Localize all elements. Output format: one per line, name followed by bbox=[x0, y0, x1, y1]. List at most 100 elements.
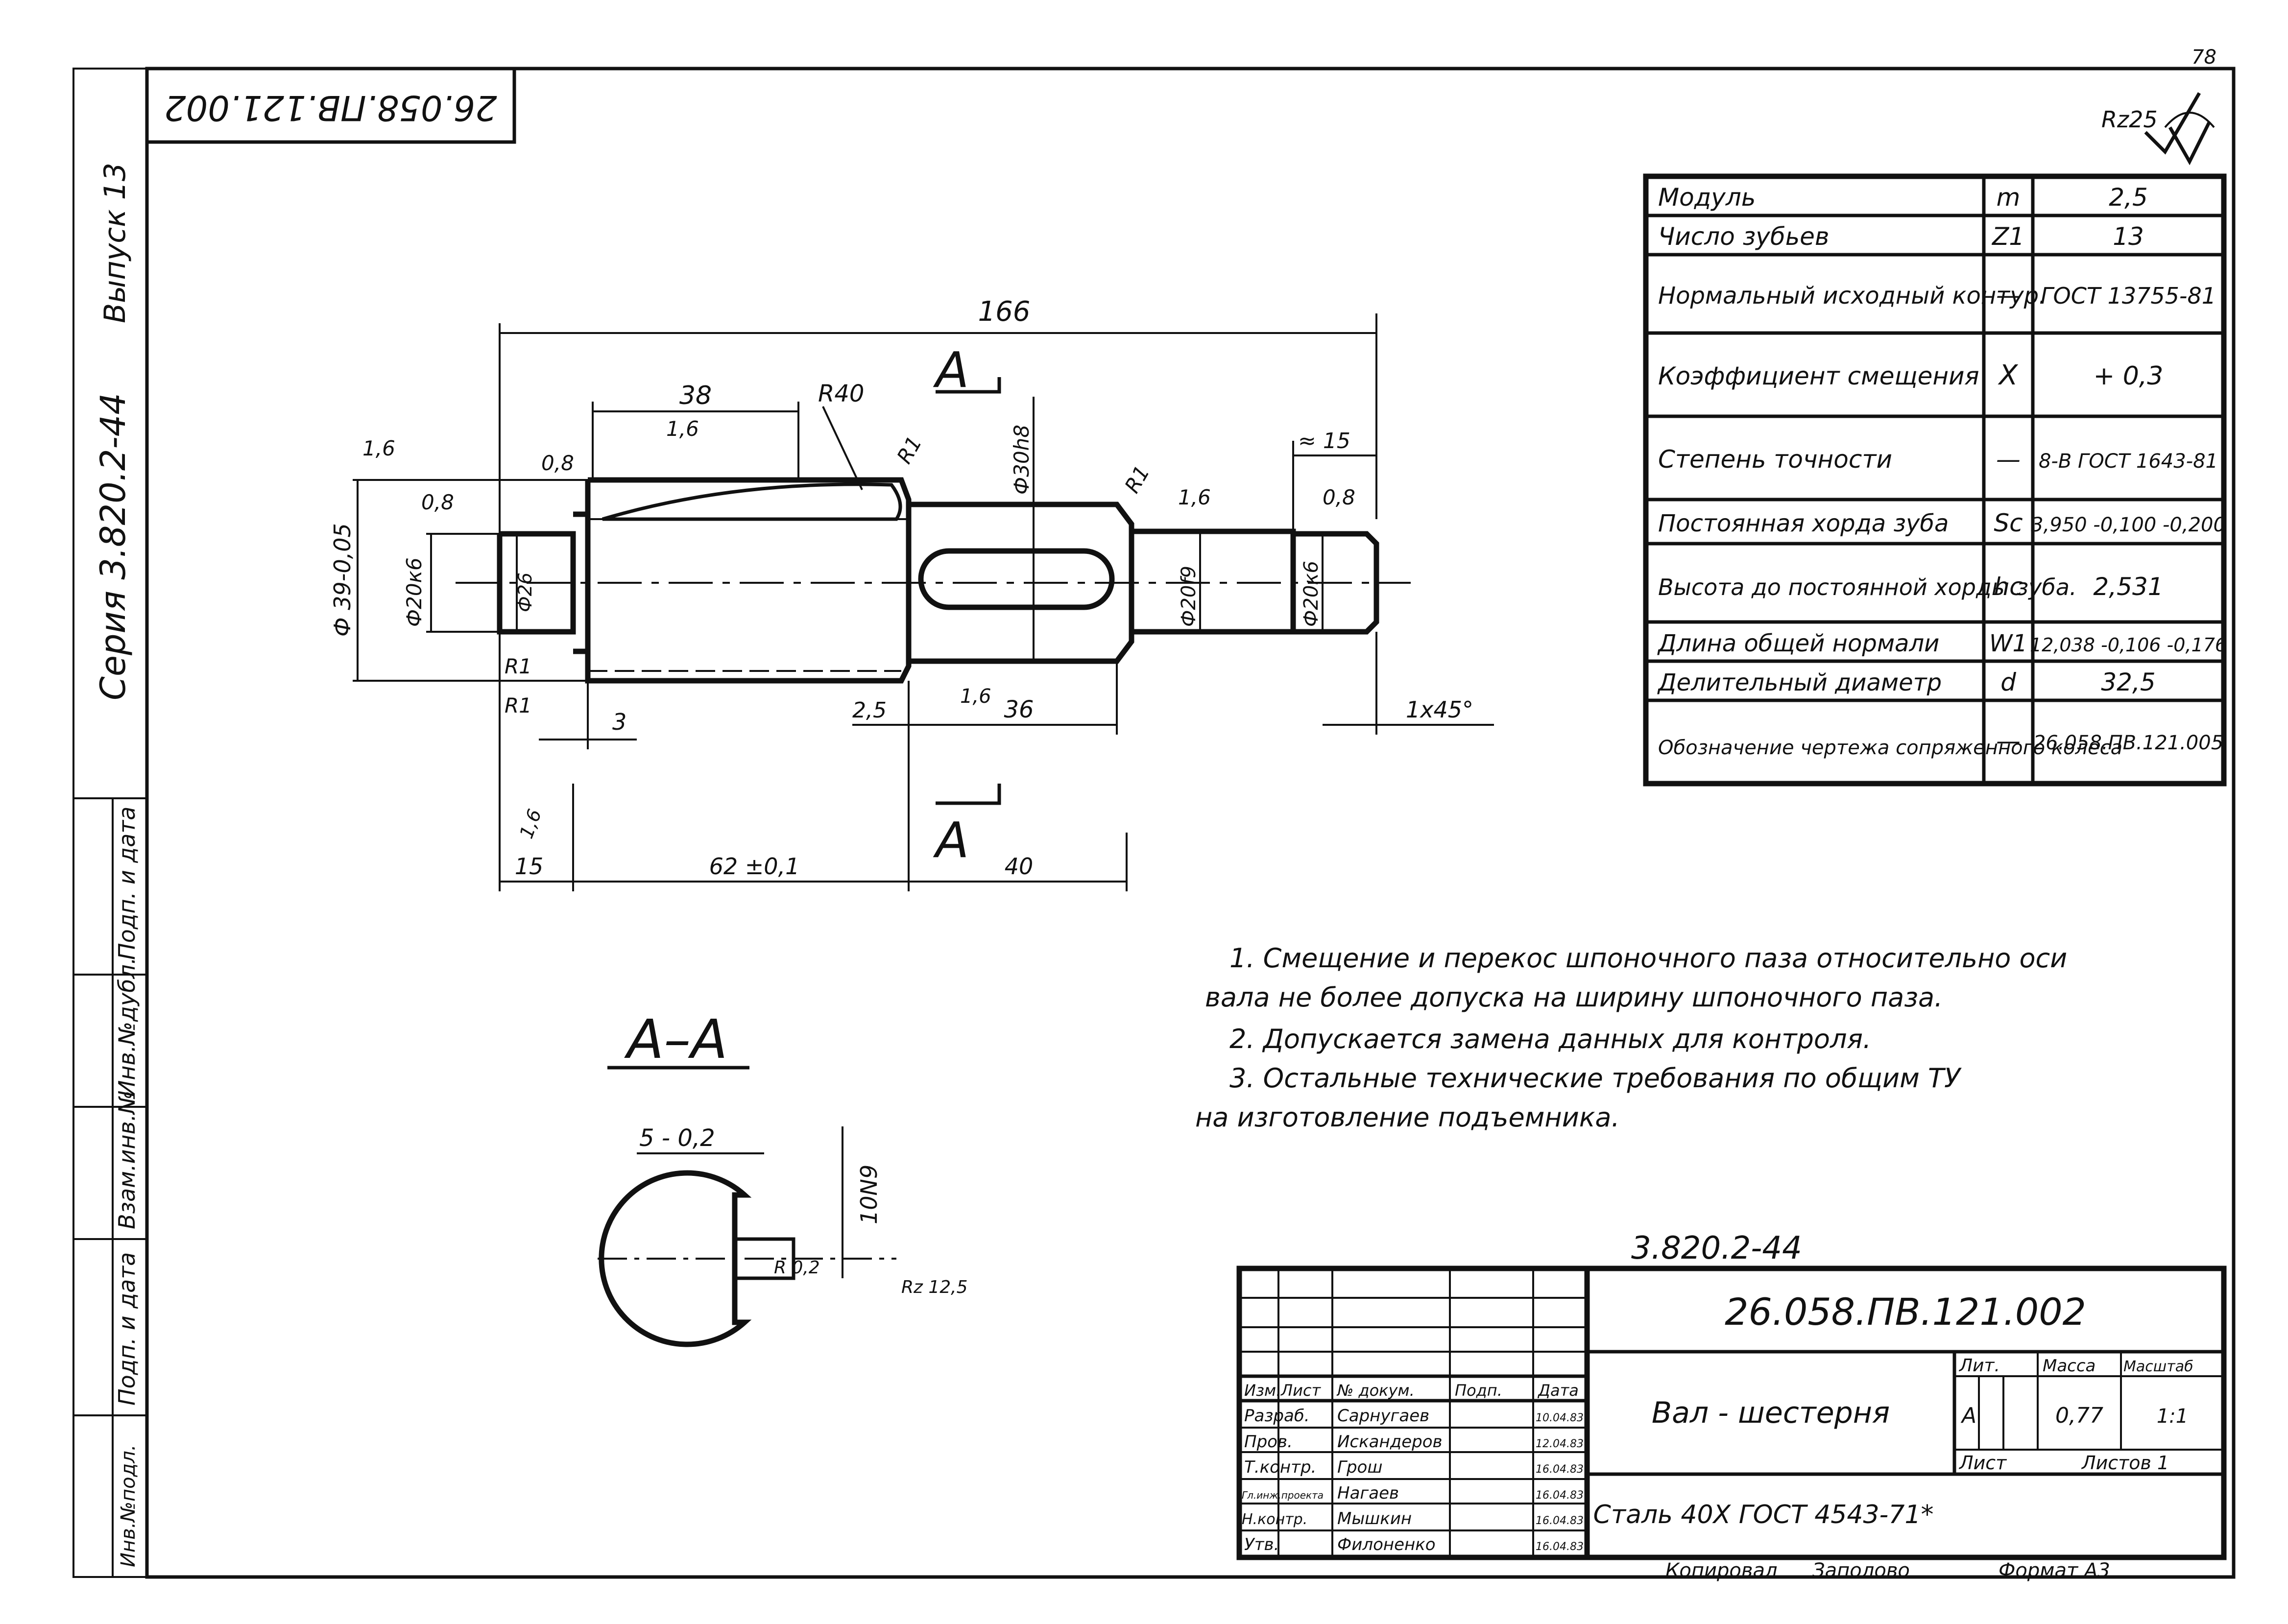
section-aa: А–А 5 - 0,2 10N9 R 0,2 Rz 12,5 bbox=[598, 1008, 968, 1347]
date-1: 12.04.83 bbox=[1536, 1438, 1584, 1450]
param-symbol-3: X bbox=[1998, 359, 2019, 391]
param-value-7: 12,038 -0,106 -0,176 bbox=[2030, 634, 2227, 656]
top-stamp: 26.058.ПВ.121.002 bbox=[145, 67, 516, 144]
name-4: Мышкин bbox=[1337, 1509, 1412, 1528]
date-2: 16.04.83 bbox=[1536, 1463, 1584, 1476]
dim-d30h8: Ф30h8 bbox=[1010, 425, 1034, 495]
rough-16-a: 1,6 bbox=[362, 436, 395, 460]
role-0: Разраб. bbox=[1244, 1406, 1310, 1426]
param-label-3: Коэффициент смещения bbox=[1658, 362, 1979, 390]
dim-38: 38 bbox=[679, 381, 712, 410]
role-5: Утв. bbox=[1244, 1535, 1279, 1554]
dim-r1-a: R1 bbox=[505, 654, 532, 678]
footer-zapolovo: Заполово bbox=[1812, 1559, 1910, 1582]
param-label-8: Делительный диаметр bbox=[1657, 669, 1942, 696]
scale-header: Масштаб bbox=[2123, 1358, 2193, 1375]
shaft-drawing: 166 38 R40 1,6 0,8 1,6 0,8 1,6 0,8 1,6 1… bbox=[329, 296, 1494, 891]
section-mark-top: А bbox=[933, 341, 969, 399]
rough-08-b: 0,8 bbox=[421, 490, 454, 514]
dim-d20k6-right: Ф20к6 bbox=[1300, 561, 1323, 627]
date-5: 16.04.83 bbox=[1536, 1541, 1584, 1553]
param-symbol-4: — bbox=[1996, 445, 2021, 474]
dim-40: 40 bbox=[1005, 853, 1034, 880]
dim-62: 62 ±0,1 bbox=[709, 853, 800, 880]
param-symbol-5: Sc bbox=[1994, 509, 2023, 537]
tech-notes: 1. Смещение и перекос шпоночного паза от… bbox=[1195, 943, 2067, 1133]
col-date: Дата bbox=[1537, 1381, 1579, 1400]
name-2: Грош bbox=[1337, 1457, 1382, 1477]
note-line-5: на изготовление подъемника. bbox=[1195, 1102, 1620, 1133]
param-symbol-2: — bbox=[1996, 281, 2021, 310]
param-label-9: Обозначение чертежа сопряженного колеса bbox=[1658, 737, 2122, 759]
series-side-label: Серия 3.820.2-44 bbox=[93, 393, 133, 700]
col-sign: Подп. bbox=[1455, 1381, 1502, 1400]
dim-approx15: ≈ 15 bbox=[1298, 429, 1350, 454]
param-label-4: Степень точности bbox=[1658, 445, 1892, 474]
date-0: 10.04.83 bbox=[1536, 1412, 1584, 1424]
param-value-6: 2,531 bbox=[2093, 573, 2163, 601]
param-value-1: 13 bbox=[2113, 222, 2144, 251]
role-4: Н.контр. bbox=[1242, 1511, 1307, 1528]
param-value-0: 2,5 bbox=[2109, 183, 2148, 212]
dim-25: 2,5 bbox=[852, 698, 887, 723]
name-0: Сарнугаев bbox=[1337, 1406, 1429, 1426]
part-name: Вал - шестерня bbox=[1652, 1396, 1890, 1430]
lit-header: Лит. bbox=[1958, 1356, 2000, 1376]
dim-r40: R40 bbox=[818, 380, 864, 407]
scale-value: 1:1 bbox=[2157, 1405, 2188, 1428]
name-5: Филоненко bbox=[1337, 1535, 1436, 1554]
dim-overall: 166 bbox=[978, 296, 1031, 328]
col-doc: № докум. bbox=[1336, 1381, 1415, 1400]
name-1: Искандеров bbox=[1337, 1432, 1443, 1452]
side-cell-4: Подп. и дата bbox=[114, 1252, 140, 1406]
col-izm: Изм. bbox=[1244, 1381, 1281, 1400]
dim-r1-c: R1 bbox=[892, 432, 926, 468]
dim-15: 15 bbox=[515, 853, 544, 880]
section-mark-bottom: А bbox=[933, 812, 969, 869]
param-symbol-8: d bbox=[2000, 668, 2016, 696]
key-radius: R 0,2 bbox=[774, 1258, 820, 1278]
param-value-5: 3,950 -0,100 -0,200 bbox=[2031, 514, 2226, 536]
dim-d39: Ф 39-0,05 bbox=[329, 523, 356, 637]
rough-16-e: 1,6 bbox=[515, 806, 546, 841]
top-stamp-text: 26.058.ПВ.121.002 bbox=[164, 88, 497, 128]
title-block: 3.820.2-44 Изм. Лист № докум. Подп. Дата… bbox=[1236, 1230, 2227, 1582]
param-value-2: ГОСТ 13755-81 bbox=[2041, 283, 2216, 309]
page-number: 78 bbox=[2192, 46, 2216, 69]
rough-08-c: 0,8 bbox=[1323, 485, 1355, 509]
dim-d20f9: Ф20f9 bbox=[1178, 566, 1200, 627]
date-4: 16.04.83 bbox=[1536, 1515, 1584, 1527]
note-line-4: 3. Остальные технические требования по о… bbox=[1229, 1063, 1962, 1094]
param-symbol-7: W1 bbox=[1989, 630, 2027, 657]
side-cells: Подп. и дата Инв.№дубл. Взам.инв.№ Подп.… bbox=[72, 797, 148, 1578]
rough-16-d: 1,6 bbox=[960, 685, 991, 708]
role-2: Т.контр. bbox=[1244, 1457, 1316, 1477]
param-symbol-6: hc bbox=[1994, 573, 2023, 601]
mass-value: 0,77 bbox=[2055, 1403, 2103, 1428]
dim-d26: Ф26 bbox=[514, 573, 536, 612]
param-label-6: Высота до постоянной хорды зуба. bbox=[1658, 574, 2077, 600]
param-value-3: + 0,3 bbox=[2094, 361, 2164, 391]
param-symbol-0: m bbox=[1997, 183, 2021, 212]
param-value-9: 26.058.ПВ.121.005 bbox=[2033, 732, 2223, 754]
key-roughness: Rz 12,5 bbox=[901, 1277, 968, 1297]
param-label-7: Длина общей нормали bbox=[1657, 630, 1939, 657]
series-handwritten: 3.820.2-44 bbox=[1631, 1230, 1802, 1266]
material: Сталь 40Х ГОСТ 4543-71* bbox=[1593, 1500, 1934, 1529]
param-label-1: Число зубьев bbox=[1658, 222, 1829, 251]
footer-format: Формат А3 bbox=[1999, 1559, 2110, 1582]
footer-copied: Копировал bbox=[1665, 1559, 1778, 1582]
rough-08-a: 0,8 bbox=[541, 451, 574, 475]
section-title: А–А bbox=[624, 1008, 728, 1071]
dim-36: 36 bbox=[1004, 696, 1034, 723]
side-cell-1: Подп. и дата bbox=[114, 807, 140, 960]
param-symbol-1: Z1 bbox=[1991, 222, 2024, 251]
dim-r1-b: R1 bbox=[505, 693, 532, 717]
rough-16-c: 1,6 bbox=[1178, 485, 1211, 509]
params-table: Модуль m 2,5 Число зубьев Z1 13 Нормальн… bbox=[1643, 173, 2227, 787]
roughness-label: Rz25 bbox=[2101, 106, 2158, 133]
dim-r1-d: R1 bbox=[1120, 461, 1154, 497]
col-list: Лист bbox=[1280, 1381, 1321, 1400]
side-cell-2: Инв.№дубл. bbox=[114, 957, 140, 1097]
issue-side-label: Выпуск 13 bbox=[98, 163, 132, 323]
